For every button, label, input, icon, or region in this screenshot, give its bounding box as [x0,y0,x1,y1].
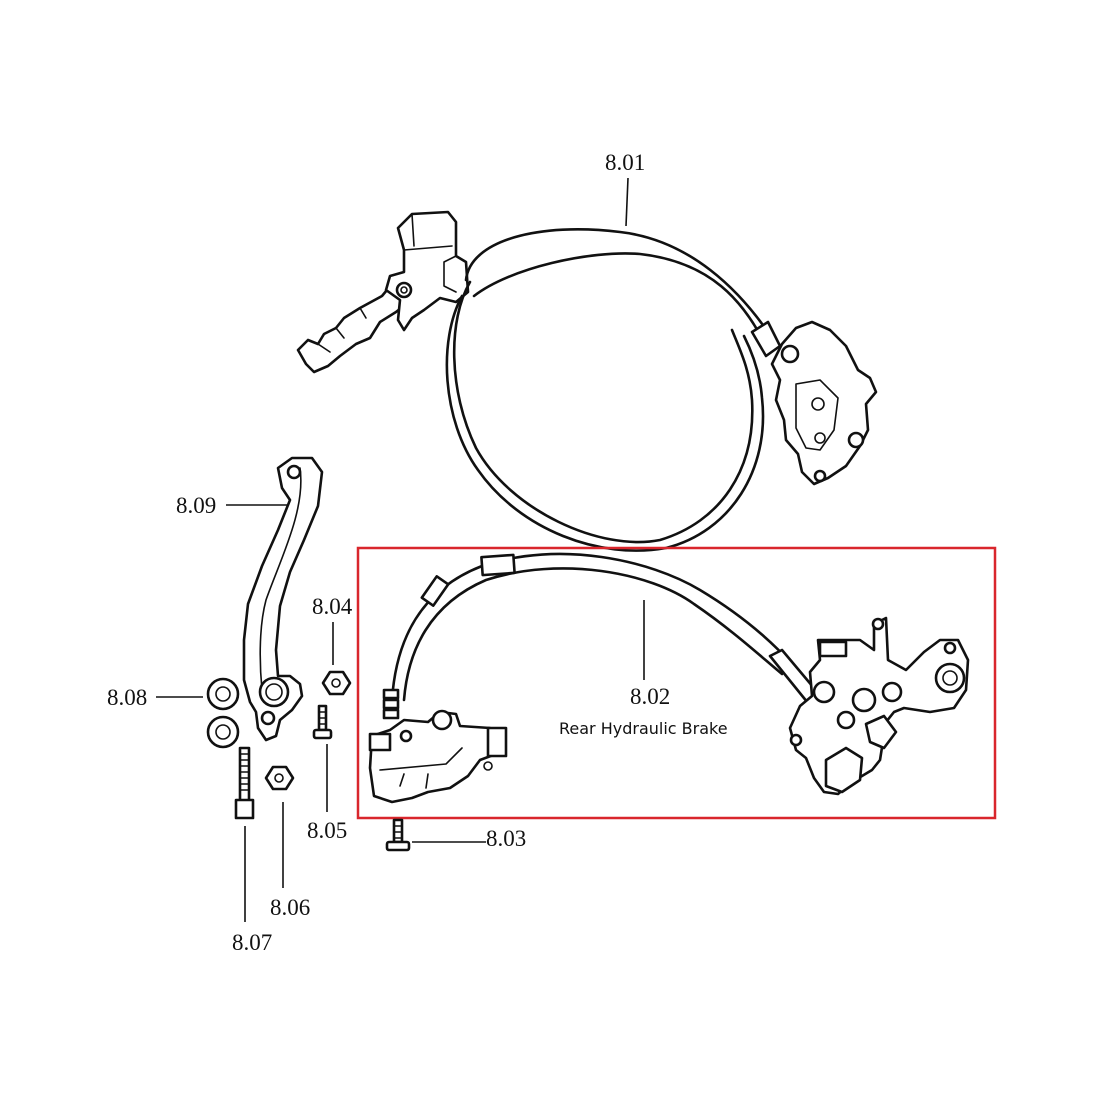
part-label-8-08: 8.08 [107,685,147,710]
rear-brake-hose-drawing [390,552,792,702]
bolt-8-03 [385,818,411,852]
part-label-8-06: 8.06 [270,895,310,920]
part-label-8-04: 8.04 [312,594,353,619]
front-brake-lever-drawing [296,282,408,374]
front-brake-hose-drawing [464,228,774,340]
rear-brake-assembly [368,552,970,804]
bolt-8-07 [234,746,255,820]
leader-8-01 [625,177,629,227]
washers-8-08 [206,677,240,749]
front-master-cylinder-drawing [384,210,470,332]
brake-pedal-8-09 [242,456,324,742]
part-label-8-03: 8.03 [486,826,526,851]
rear-brake-highlight-box [356,546,997,820]
front-brake-assembly [296,210,878,552]
nut-8-06 [264,765,295,791]
rear-master-cylinder-drawing [368,710,498,804]
part-label-8-07: 8.07 [232,930,272,955]
part-label-8-09: 8.09 [176,493,216,518]
nut-8-04 [321,670,352,696]
rear-hydraulic-brake-caption: Rear Hydraulic Brake [559,719,728,738]
screw-8-05 [312,704,333,740]
rear-caliper-bracket-drawing [788,616,970,796]
part-label-8-01: 8.01 [605,150,645,175]
part-label-8-05: 8.05 [307,818,347,843]
brake-pedal-drawing [242,456,324,742]
part-label-8-02: 8.02 [630,684,670,709]
